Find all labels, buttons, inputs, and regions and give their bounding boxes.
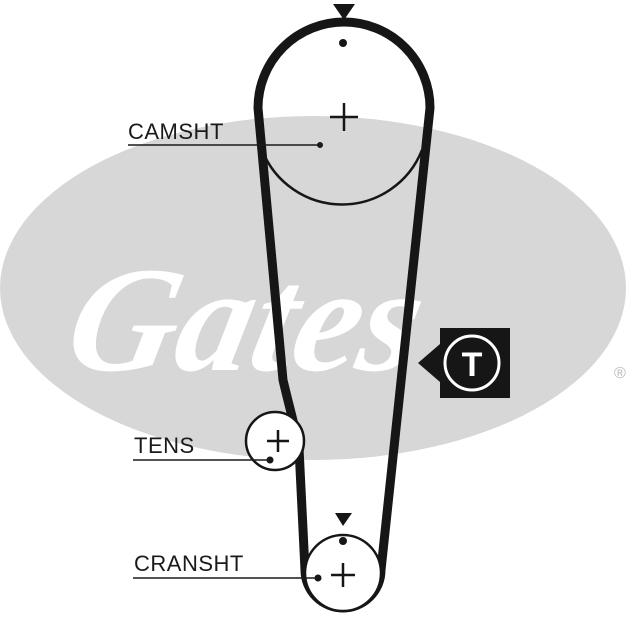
tensioner-label: TENS (134, 433, 195, 458)
crankshaft-timing-dot (339, 537, 347, 545)
tensioner-callout: TENS (133, 433, 270, 461)
camshaft-timing-dot (339, 39, 347, 47)
logo-wordmark: Gates (54, 236, 439, 402)
tensioner-pulley (244, 410, 306, 472)
camshaft-label: CAMSHT (128, 119, 224, 144)
crankshaft-callout: CRANSHT (133, 551, 318, 579)
camshaft-pulley (260, 4, 424, 206)
registered-mark: ® (614, 365, 626, 382)
gates-logo: Gates ® (0, 116, 626, 460)
camshaft-callout: CAMSHT (128, 119, 323, 148)
tensioner-marker: T (418, 328, 510, 398)
tensioner-marker-letter: T (462, 346, 483, 384)
crankshaft-timing-arrow (335, 513, 352, 526)
camshaft-timing-arrow (333, 4, 355, 20)
crankshaft-pulley (303, 513, 383, 613)
crankshaft-label: CRANSHT (134, 551, 244, 576)
camshaft-pulley-arc (260, 149, 424, 206)
